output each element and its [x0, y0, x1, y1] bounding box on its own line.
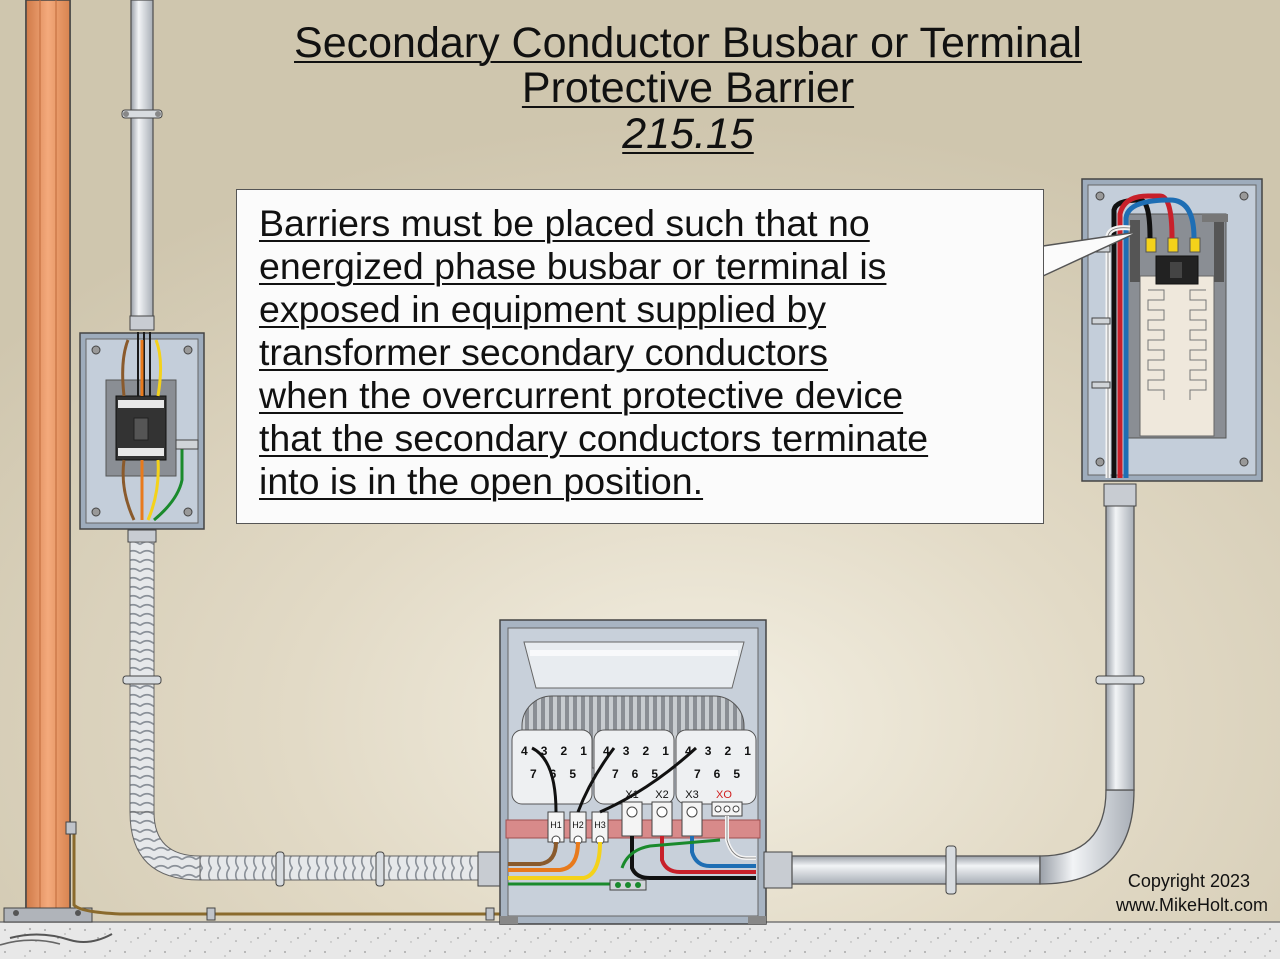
secondary-terminal-blocks	[621, 801, 743, 837]
copyright-url: www.MikeHolt.com	[1115, 895, 1268, 915]
code-reference: 215.15	[622, 110, 754, 158]
callout-line: transformer secondary conductors	[259, 331, 829, 373]
terminal-label-x2: X2	[655, 789, 669, 801]
terminal-label-x1: X1	[625, 789, 639, 801]
callout-text: Barriers must be placed such that no ene…	[259, 202, 1039, 503]
callout-line: when the overcurrent protective device	[259, 374, 904, 416]
flexible-conduit	[122, 529, 503, 887]
conduit-riser	[121, 0, 163, 331]
callout-line: exposed in equipment supplied by	[259, 288, 827, 330]
disconnect-enclosure	[79, 332, 205, 530]
terminal-label-h2: H2	[572, 820, 584, 830]
panelboard	[1081, 178, 1263, 482]
conduit-to-panel	[763, 483, 1145, 895]
callout-line: into is in the open position.	[259, 460, 704, 502]
terminal-label-h3: H3	[594, 820, 606, 830]
callout-line: that the secondary conductors terminate	[259, 417, 929, 459]
callout-box: Barriers must be placed such that no ene…	[236, 189, 1044, 524]
concrete-slab	[0, 921, 1280, 959]
callout-line: energized phase busbar or terminal is	[259, 245, 887, 287]
title-line-1: Secondary Conductor Busbar or Terminal	[294, 19, 1082, 67]
terminal-label-x3: X3	[685, 789, 699, 801]
terminal-label-h1: H1	[550, 820, 562, 830]
terminal-label-xo: XO	[716, 789, 732, 801]
copyright-year: Copyright 2023	[1127, 871, 1250, 891]
callout-line: Barriers must be placed such that no	[259, 202, 870, 244]
title-line-2: Protective Barrier	[521, 64, 855, 112]
wood-post	[0, 0, 113, 946]
transformer	[499, 619, 767, 925]
